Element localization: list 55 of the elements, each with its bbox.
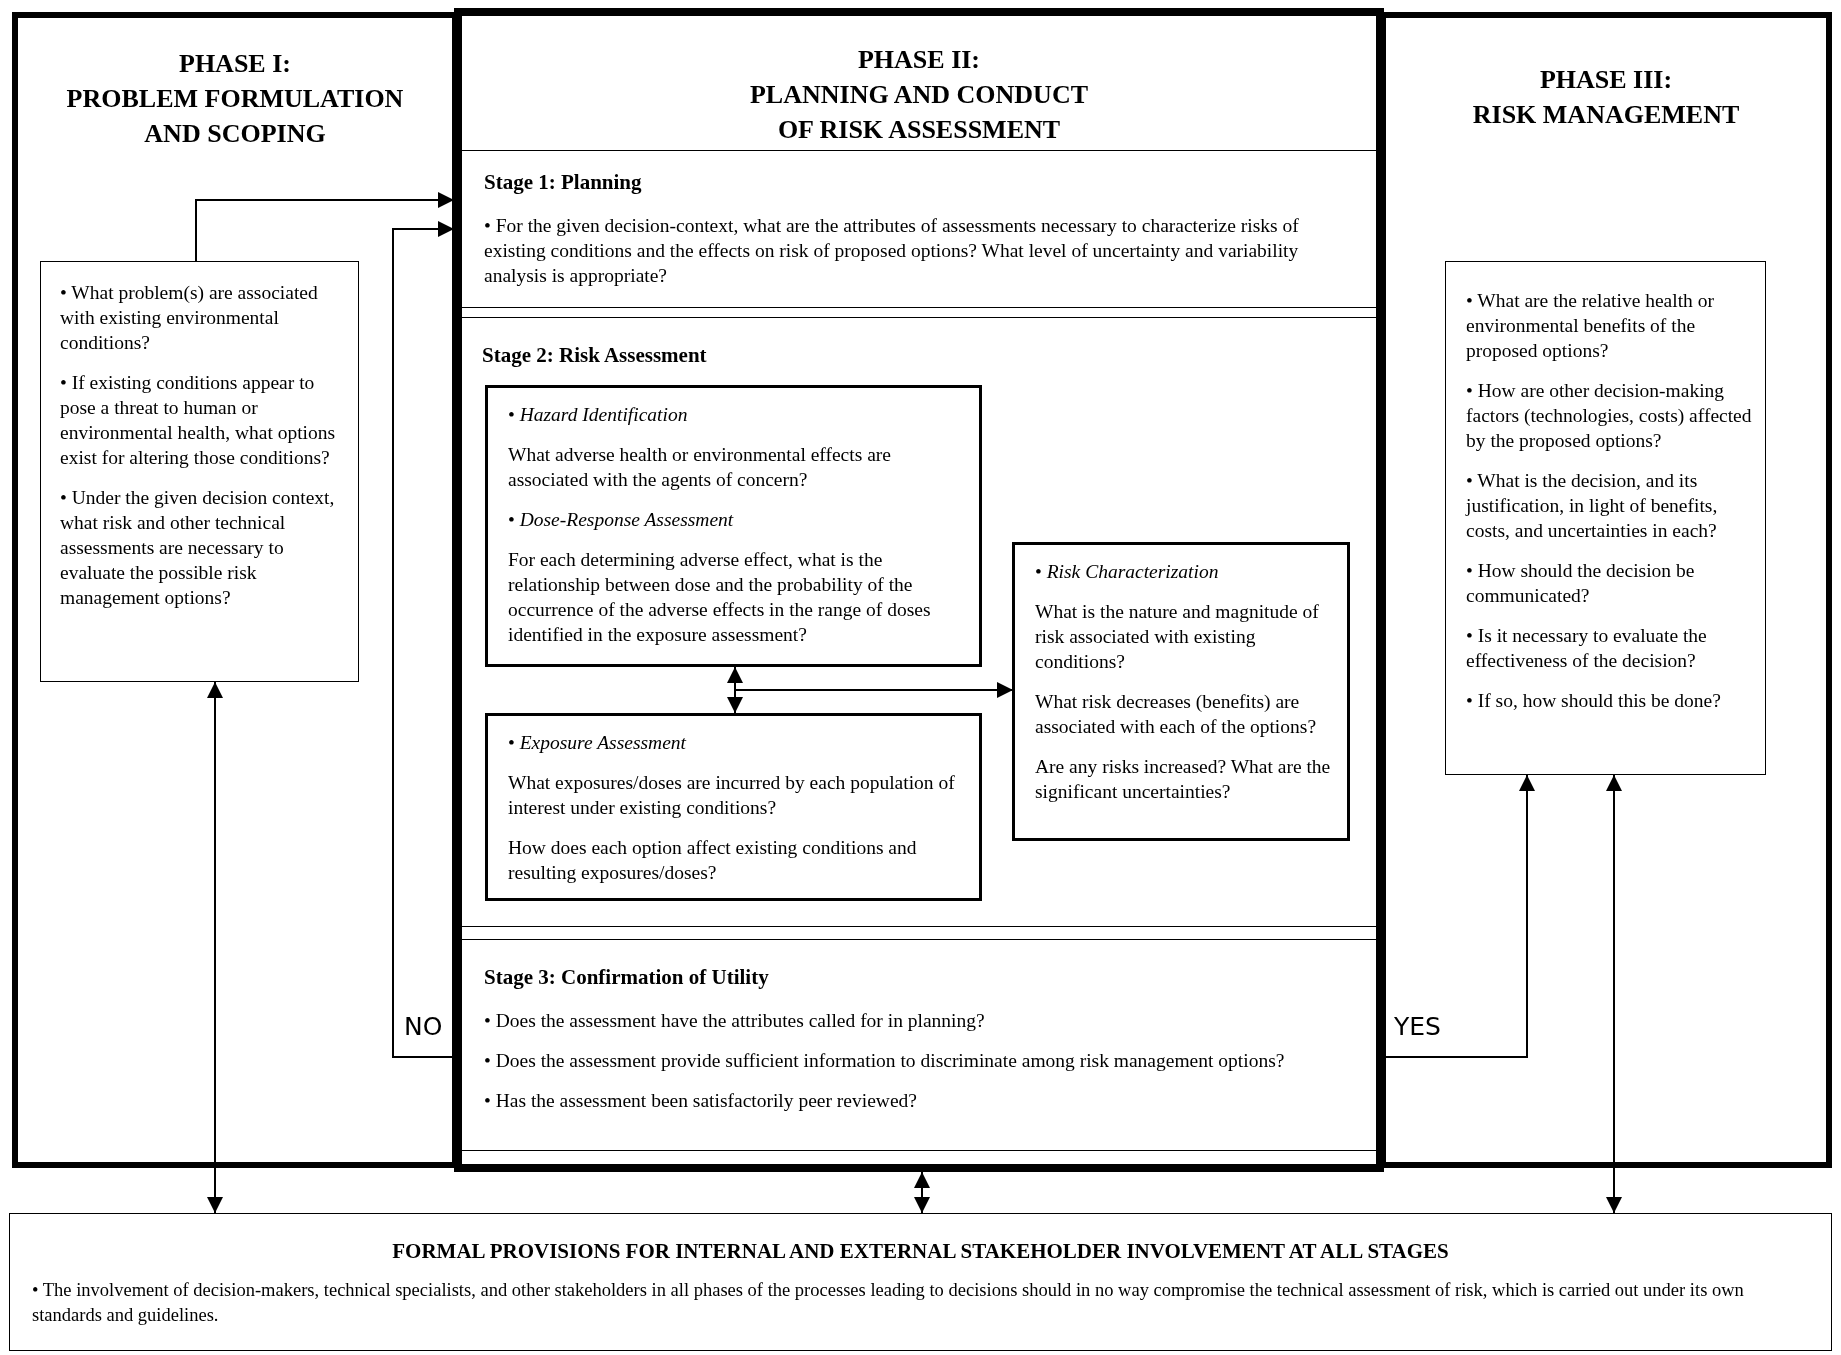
stakeholder-box bbox=[9, 1213, 1832, 1351]
phase-heading: PLANNING AND CONDUCT OF RISK ASSESSMENT bbox=[749, 79, 1089, 146]
arrow bbox=[727, 666, 743, 714]
stage-heading: Stage 1: Planning bbox=[484, 169, 643, 196]
box-text: What risk decreases (benefits) are associated with each of the options? bbox=[1035, 690, 1318, 739]
edge-label: NO bbox=[404, 1011, 443, 1043]
stage-panel bbox=[462, 317, 1376, 927]
stakeholder-heading: FORMAL PROVISIONS FOR INTERNAL AND EXTERNAL STAKEHOLDER INVOLVEMENT AT ALL STAGES bbox=[391, 1238, 1450, 1265]
question-text: • If so, how should this be done? bbox=[1466, 689, 1722, 713]
phase-heading: RISK MANAGEMENT bbox=[1471, 99, 1741, 131]
question-text: • If existing conditions appear to pose a threat to human or environmental health, what options exist for altering those conditions? bbox=[60, 371, 337, 470]
stage-panel bbox=[462, 939, 1376, 1151]
box-text: How does each option affect existing conditions and resulting exposures/doses? bbox=[508, 836, 918, 885]
process-box bbox=[485, 385, 982, 667]
process-box bbox=[1012, 542, 1350, 841]
arrow bbox=[195, 192, 455, 262]
arrow bbox=[1383, 774, 1535, 1058]
question-text: • For the given decision-context, what are the attributes of assessments necessary to characterize risks of existing conditions and the effects on risk of proposed options? What level of uncertainty and variability analysis is appropriate? bbox=[484, 213, 1300, 288]
question-text: • What is the decision, and its justification, in light of benefits, costs, and uncertainties in each? bbox=[1466, 469, 1719, 543]
question-text: • How should the decision be communicated? bbox=[1466, 559, 1696, 608]
box-text: What exposures/doses are incurred by each population of interest under existing conditions? bbox=[508, 771, 956, 820]
stakeholder-text: • The involvement of decision-makers, technical specialists, and other stakeholders in all phases of the processes leading to decisions should in no way compromise the technical assessment of risk, which is carried out under its own standards and guidelines. bbox=[32, 1278, 1745, 1327]
phase-heading: PHASE I: bbox=[178, 48, 292, 80]
process-box bbox=[485, 713, 982, 901]
box-text: Are any risks increased? What are the significant uncertainties? bbox=[1035, 755, 1332, 804]
arrow bbox=[392, 221, 455, 1058]
question-text: • Has the assessment been satisfactorily peer reviewed? bbox=[484, 1088, 918, 1113]
box-text: • Hazard Identification bbox=[508, 403, 689, 427]
box-text: What adverse health or environmental effects are associated with the agents of concern? bbox=[508, 443, 892, 492]
edge-label: YES bbox=[1394, 1011, 1441, 1043]
question-text: • How are other decision-making factors (technologies, costs) affected by the proposed options? bbox=[1466, 379, 1753, 453]
question-box bbox=[1445, 261, 1766, 775]
arrow bbox=[914, 1171, 930, 1214]
box-text: • Exposure Assessment bbox=[508, 731, 688, 755]
arrow bbox=[1606, 774, 1622, 1214]
stage-panel bbox=[462, 150, 1376, 308]
box-text: • Dose-Response Assessment bbox=[508, 508, 735, 532]
question-text: • What are the relative health or environmental benefits of the proposed options? bbox=[1466, 289, 1715, 363]
phase-heading: PHASE II: bbox=[856, 44, 982, 76]
stage-heading: Stage 2: Risk Assessment bbox=[482, 342, 708, 369]
arrow bbox=[734, 682, 1014, 698]
phase-heading: PHASE III: bbox=[1538, 64, 1674, 96]
question-text: • What problem(s) are associated with existing environmental conditions? bbox=[60, 281, 319, 355]
question-box bbox=[40, 261, 359, 682]
phase-panel bbox=[454, 8, 1384, 1172]
question-text: • Does the assessment provide sufficient information to discriminate among risk management options? bbox=[484, 1048, 1286, 1073]
question-text: • Under the given decision context, what risk and other technical assessments are necessary to evaluate the possible risk management options? bbox=[60, 486, 336, 610]
box-text: What is the nature and magnitude of risk associated with existing conditions? bbox=[1035, 600, 1320, 674]
question-text: • Is it necessary to evaluate the effectiveness of the decision? bbox=[1466, 624, 1708, 673]
box-text: For each determining adverse effect, what is the relationship between dose and the probability of the occurrence of the adverse effects in the range of doses identified in the exposure assessment? bbox=[508, 548, 932, 647]
box-text: • Risk Characterization bbox=[1035, 560, 1220, 584]
arrow bbox=[207, 681, 223, 1214]
question-text: • Does the assessment have the attributes called for in planning? bbox=[484, 1008, 986, 1033]
stage-heading: Stage 3: Confirmation of Utility bbox=[484, 964, 770, 991]
phase-heading: PROBLEM FORMULATION AND SCOPING bbox=[65, 83, 405, 150]
